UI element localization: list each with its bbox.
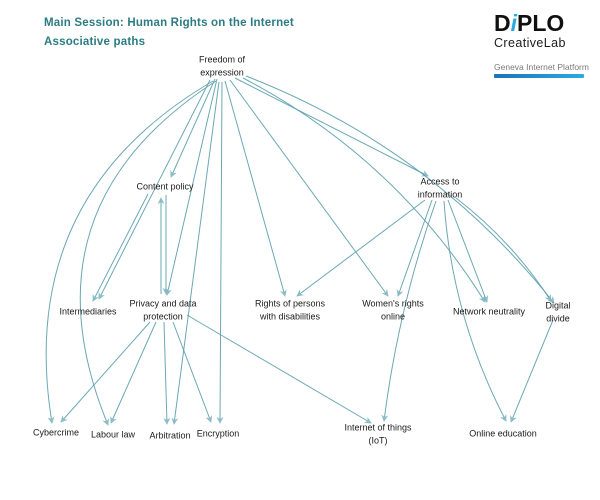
edge-access-to-network-neutrality	[447, 199, 489, 303]
edge-freedom-to-womens-rights	[229, 79, 389, 297]
node-network-neutrality[interactable]: Network neutrality	[452, 306, 526, 317]
page-title: Main Session: Human Rights on the Intern…	[44, 14, 294, 51]
edge-freedom-to-digital-divide	[245, 75, 555, 304]
edge-freedom-to-labour-law	[79, 80, 217, 426]
node-iot[interactable]: Internet of things (IoT)	[344, 422, 412, 445]
edge-freedom-to-encryption	[216, 81, 224, 424]
node-access[interactable]: Access to information	[417, 176, 463, 199]
edge-group	[45, 75, 555, 426]
node-digital-divide[interactable]: Digital divide	[545, 300, 571, 323]
node-intermediaries[interactable]: Intermediaries	[59, 306, 117, 317]
edge-freedom-to-privacy	[164, 78, 218, 296]
edge-access-to-womens-rights	[396, 199, 433, 297]
diplo-logo: DiPLO CreativeLab Geneva Internet Platfo…	[494, 12, 589, 78]
edge-access-to-iot	[381, 200, 437, 422]
node-freedom[interactable]: Freedom of expression	[198, 54, 246, 77]
edge-freedom-to-rights-disabilities	[224, 80, 287, 297]
node-labour-law[interactable]: Labour law	[90, 429, 136, 440]
edge-freedom-to-access	[234, 77, 429, 177]
node-womens-rights[interactable]: Women's rights online	[362, 298, 424, 321]
title-line-2: Associative paths	[44, 35, 146, 48]
edge-privacy-to-encryption	[172, 321, 213, 423]
node-content[interactable]: Content policy	[136, 181, 194, 192]
wordmark-plo: PLO	[517, 10, 565, 36]
logo-gradient-bar	[494, 74, 584, 78]
node-encryption[interactable]: Encryption	[196, 428, 240, 439]
edge-freedom-to-intermediaries	[98, 79, 211, 300]
node-rights-disabilities[interactable]: Rights of persons with disabilities	[254, 298, 326, 321]
node-online-education[interactable]: Online education	[469, 428, 537, 439]
edge-freedom-to-network-neutrality	[242, 77, 486, 303]
edge-access-to-online-education	[443, 200, 507, 422]
edge-privacy-to-labour-law	[110, 321, 157, 424]
wordmark-d: D	[494, 10, 511, 36]
edge-access-to-rights-disabilities	[296, 199, 426, 297]
node-privacy[interactable]: Privacy and data protection	[129, 298, 197, 321]
diplo-wordmark: DiPLO	[494, 12, 586, 35]
edge-digital-divide-to-online-education	[510, 319, 554, 423]
node-cybercrime[interactable]: Cybercrime	[32, 427, 80, 438]
wordmark-i-blue: i	[510, 10, 518, 36]
edge-freedom-to-arbitration	[171, 81, 220, 425]
edge-access-to-digital-divide	[455, 197, 552, 302]
creativelab-label: CreativeLab	[494, 36, 566, 50]
edge-freedom-to-cybercrime	[45, 80, 214, 424]
edge-privacy-to-cybercrime	[60, 321, 151, 423]
edge-content-to-intermediaries	[92, 193, 149, 302]
title-line-1: Main Session: Human Rights on the Intern…	[44, 17, 294, 29]
edge-privacy-to-arbitration	[163, 321, 171, 425]
geneva-internet-platform-label: Geneva Internet Platform	[494, 62, 589, 72]
node-arbitration[interactable]: Arbitration	[149, 430, 191, 441]
edge-privacy-to-iot	[186, 314, 372, 424]
edge-freedom-to-content	[170, 78, 216, 178]
